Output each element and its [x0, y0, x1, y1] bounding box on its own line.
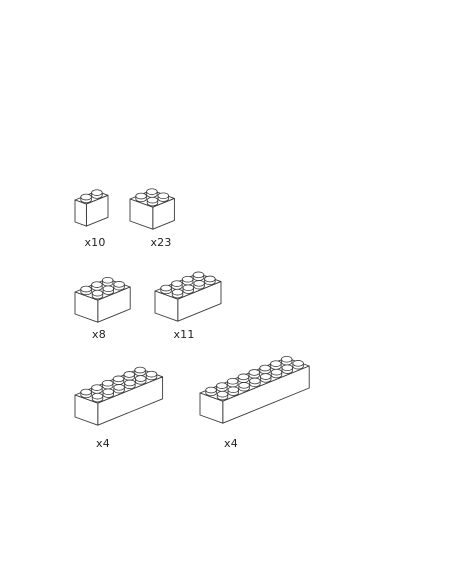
brick-stud — [134, 375, 147, 385]
brick-stud — [182, 284, 195, 294]
brick-stud — [238, 382, 250, 392]
brick-stud — [124, 379, 136, 390]
brick-stud — [134, 366, 146, 377]
brick-stud — [237, 373, 250, 383]
brick-stud — [193, 280, 205, 290]
brick-2x4-quantity: x11 — [173, 328, 195, 341]
brick-1x2-quantity: x10 — [84, 236, 106, 249]
brick-stud — [101, 379, 114, 390]
brick-2x2-quantity: x23 — [150, 236, 172, 249]
brick-side-face — [199, 392, 224, 424]
brick-stud — [226, 377, 239, 388]
brick-stud — [216, 382, 228, 392]
brick-stud — [91, 384, 103, 394]
brick-stud — [160, 284, 172, 295]
brick-stud — [80, 193, 92, 204]
brick-side-face — [74, 394, 99, 426]
brick-stud — [146, 196, 159, 207]
brick-stud — [281, 355, 293, 366]
brick-stud — [157, 192, 170, 202]
brick-stud — [123, 371, 136, 381]
brick-stud — [227, 386, 240, 396]
brick-side-face — [129, 198, 154, 230]
brick-1x2 — [74, 189, 109, 227]
brick-stud — [192, 271, 205, 281]
brick-2x3 — [74, 276, 131, 323]
brick-stud — [281, 364, 294, 374]
brick-stud — [205, 386, 217, 397]
brick-stud — [113, 384, 125, 394]
brick-2x8 — [199, 355, 310, 424]
brick-2x8-quantity: x4 — [224, 437, 238, 450]
brick-stud — [80, 388, 92, 399]
brick-side-face — [154, 290, 179, 322]
brick-stud — [102, 285, 115, 295]
brick-stud — [171, 280, 183, 290]
brick-2x2 — [129, 188, 175, 230]
brick-stud — [91, 281, 103, 291]
brick-stud — [292, 360, 304, 370]
brick-stud — [80, 285, 92, 296]
brick-stud — [259, 364, 271, 375]
brick-stud — [216, 390, 229, 401]
brick-stud — [113, 281, 125, 291]
brick-stud — [145, 370, 158, 381]
brick-stud — [146, 188, 158, 198]
brick-side-face — [74, 199, 87, 227]
brick-stud — [135, 192, 147, 203]
brick-stud — [101, 276, 114, 287]
brick-stud — [91, 392, 104, 403]
brick-stud — [270, 368, 283, 379]
brick-2x6-quantity: x4 — [96, 437, 110, 450]
brick-stud — [171, 288, 184, 299]
brick-stud — [248, 369, 261, 379]
brick-stud — [91, 189, 103, 199]
brick-stud — [91, 289, 104, 300]
brick-2x3-quantity: x8 — [92, 328, 106, 341]
brick-2x6 — [74, 366, 164, 426]
brick-stud — [270, 360, 282, 370]
brick-2x4 — [154, 271, 222, 322]
brick-stud — [260, 373, 272, 383]
brick-side-face — [74, 291, 99, 323]
brick-stud — [181, 275, 194, 286]
brick-stud — [249, 377, 261, 388]
brick-stud — [112, 375, 125, 385]
brick-stud — [102, 388, 115, 398]
brick-stud — [204, 275, 216, 286]
